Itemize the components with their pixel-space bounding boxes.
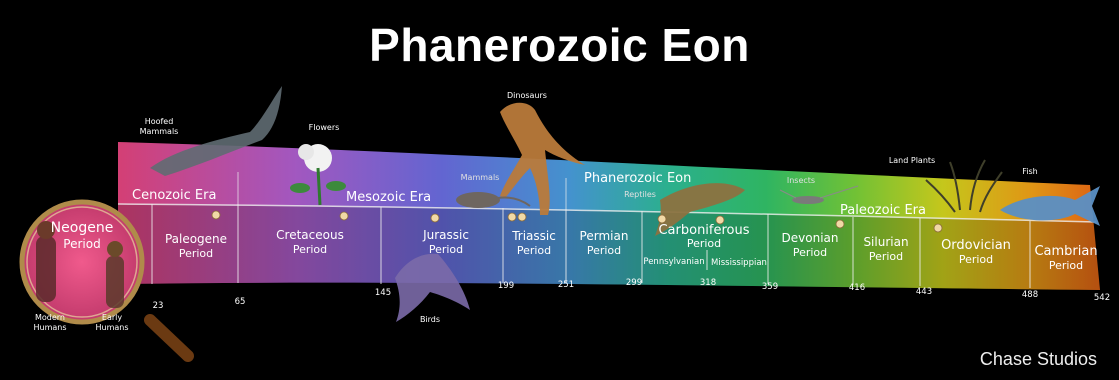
eon-band-label: Phanerozoic Eon [584, 171, 691, 186]
period-paleogene: Paleogene [165, 232, 227, 246]
period-permian: Permian [580, 229, 629, 243]
period-silurian: Silurian [863, 235, 908, 249]
label-flowers: Flowers [309, 123, 340, 132]
period-devonian: Devonian [782, 231, 839, 245]
period-permian-sub: Period [587, 244, 621, 257]
period-labels: Neogene Period Paleogene Period Cretaceo… [51, 220, 1098, 272]
credit-label: Chase Studios [980, 349, 1097, 370]
era-label-mesozoic: Mesozoic Era [346, 190, 431, 205]
label-early-humans: EarlyHumans [95, 313, 128, 332]
boundary-23: 23 [153, 301, 164, 311]
boundary-443: 443 [916, 287, 932, 297]
boundary-488: 488 [1022, 290, 1038, 300]
label-fish: Fish [1022, 167, 1037, 176]
label-line: Humans [33, 323, 66, 332]
period-paleogene-sub: Period [179, 247, 213, 260]
label-line: Humans [95, 323, 128, 332]
period-cretaceous: Cretaceous [276, 228, 344, 242]
era-label-paleozoic: Paleozoic Era [840, 203, 926, 218]
period-jurassic: Jurassic [422, 228, 469, 242]
period-cambrian: Cambrian [1034, 244, 1097, 259]
subperiod-pennsylvanian: Pennsylvanian [643, 257, 704, 267]
period-ordovician-sub: Period [959, 253, 993, 266]
boundary-251: 251 [558, 280, 574, 290]
label-modern-humans: ModernHumans [33, 313, 66, 332]
period-ordovician: Ordovician [941, 238, 1011, 253]
period-cretaceous-sub: Period [293, 243, 327, 256]
period-triassic: Triassic [511, 229, 556, 243]
boundary-145: 145 [375, 288, 391, 298]
period-jurassic-sub: Period [429, 243, 463, 256]
boundary-65: 65 [235, 297, 246, 307]
label-insects: Insects [787, 176, 815, 185]
label-reptiles: Reptiles [624, 190, 656, 199]
period-triassic-sub: Period [517, 244, 551, 257]
label-dinosaurs: Dinosaurs [507, 91, 547, 100]
period-neogene: Neogene [51, 220, 114, 236]
boundary-542: 542 [1094, 293, 1110, 303]
period-carboniferous-sub: Period [687, 237, 721, 250]
label-mammals: Mammals [461, 173, 500, 182]
label-land-plants: Land Plants [889, 156, 935, 165]
era-label-cenozoic: Cenozoic Era [132, 188, 216, 203]
subperiod-mississippian: Mississippian [711, 258, 767, 268]
label-birds: Birds [420, 315, 440, 324]
period-silurian-sub: Period [869, 250, 903, 263]
boundary-416: 416 [849, 283, 865, 293]
period-carboniferous: Carboniferous [658, 223, 749, 238]
label-line: Early [102, 313, 122, 322]
period-cambrian-sub: Period [1049, 259, 1083, 272]
period-neogene-sub: Period [63, 237, 100, 251]
boundary-359: 359 [762, 282, 778, 292]
period-devonian-sub: Period [793, 246, 827, 259]
label-line: Mammals [140, 127, 179, 136]
label-line: Hoofed [145, 117, 174, 126]
boundary-numbers: 23 65 145 199 251 299 318 359 416 443 48… [153, 278, 1111, 311]
boundary-199: 199 [498, 281, 514, 291]
boundary-299: 299 [626, 278, 642, 288]
boundary-318: 318 [700, 278, 716, 288]
label-hoofed-mammals: HoofedMammals [140, 117, 179, 136]
label-line: Modern [35, 313, 65, 322]
